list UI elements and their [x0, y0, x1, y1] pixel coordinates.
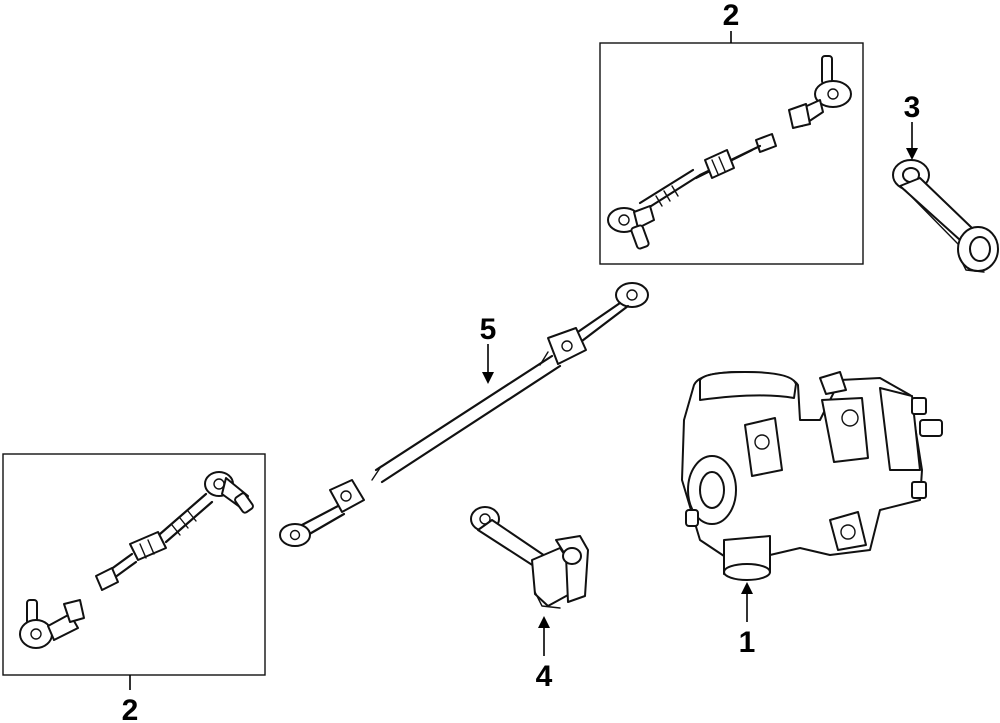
pitman-arm[interactable] — [892, 159, 999, 273]
callout-2-upper: 2 — [723, 0, 740, 43]
idler-arm[interactable] — [470, 506, 589, 609]
callout-label-5: 5 — [480, 313, 497, 346]
callout-4: 4 — [536, 616, 553, 693]
inner-tie-rod-end-lower — [19, 599, 85, 649]
tie-rod-box-lower — [2, 453, 266, 676]
callout-5: 5 — [480, 313, 497, 384]
callout-label-1: 1 — [739, 626, 756, 659]
callout-label-4: 4 — [536, 660, 553, 693]
tie-rod-assembly-lower[interactable] — [2, 453, 266, 676]
tie-rod-sleeve-lower — [95, 492, 214, 591]
callout-label-3: 3 — [904, 91, 921, 124]
tie-rod-assembly-upper[interactable] — [599, 42, 864, 265]
callout-1: 1 — [739, 582, 756, 659]
outer-tie-rod-end-lower — [204, 471, 254, 514]
inner-tie-rod-end-upper — [607, 205, 655, 250]
callout-label-2-lower: 2 — [122, 694, 139, 723]
callout-3: 3 — [904, 91, 921, 160]
callout-2-lower: 2 — [122, 675, 139, 723]
tie-rod-sleeve-upper — [638, 133, 777, 210]
outer-tie-rod-end-upper — [788, 55, 852, 129]
center-link[interactable] — [279, 282, 649, 547]
steering-gear[interactable] — [681, 371, 943, 581]
callout-label-2-upper: 2 — [723, 0, 740, 32]
